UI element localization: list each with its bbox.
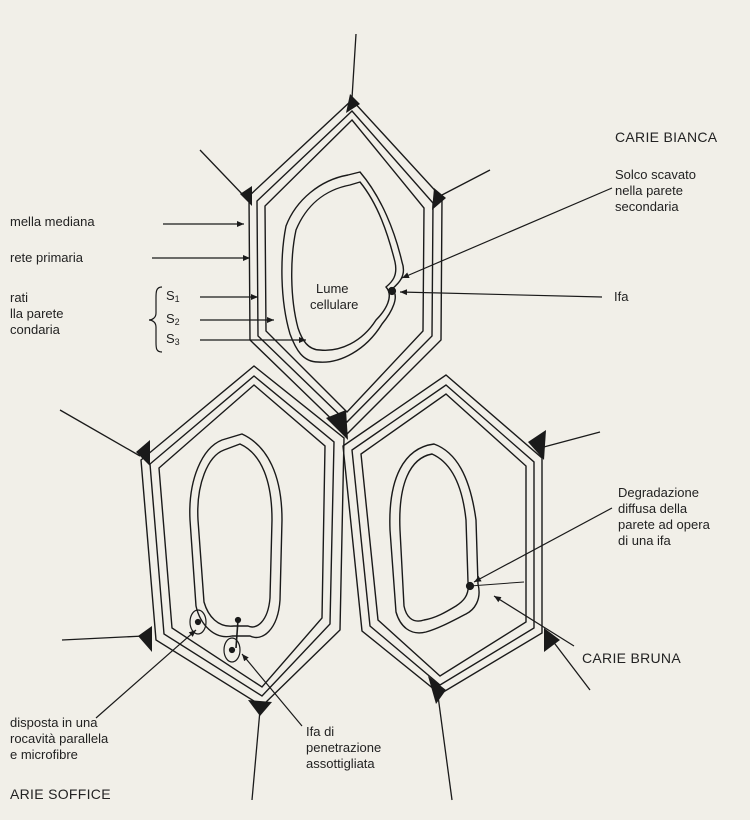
lume-label-2: cellulare [310, 297, 358, 313]
solco-label-1: Solco scavato [615, 167, 696, 183]
top-cell-wall-outer [249, 100, 442, 434]
carie-soffice-label: ARIE SOFFICE [10, 786, 111, 802]
carie-bianca-label: CARIE BIANCA [615, 129, 717, 145]
ifa-penetrazione-label-2: penetrazione [306, 740, 381, 756]
ifa-penetrazione-label-1: Ifa di [306, 724, 334, 740]
strati-label-3: condaria [10, 322, 60, 338]
disposta-label-2: rocavità parallela [10, 731, 108, 747]
carie-bruna-label: CARIE BRUNA [582, 650, 681, 666]
ifa-label: Ifa [614, 289, 628, 305]
strati-label-2: lla parete [10, 306, 63, 322]
s1-label: S1 [166, 288, 180, 307]
lume-label-1: Lume [316, 281, 349, 297]
s2-label: S2 [166, 311, 180, 330]
top-cell-lumen-inner [292, 182, 396, 350]
right-cell [343, 375, 542, 694]
degradazione-label-3: parete ad opera [618, 517, 710, 533]
lamella-label: mella mediana [10, 214, 95, 230]
strati-label-1: rati [10, 290, 28, 306]
solco-label-3: secondaria [615, 199, 679, 215]
solco-label-2: nella parete [615, 183, 683, 199]
disposta-label-3: e microfibre [10, 747, 78, 763]
disposta-label-1: disposta in una [10, 715, 97, 731]
leader-arrows [96, 188, 612, 726]
strati-brace [149, 287, 162, 352]
degradazione-label-1: Degradazione [618, 485, 699, 501]
degradazione-label-4: di una ifa [618, 533, 671, 549]
hyphae [236, 288, 525, 649]
top-hypha-dot [389, 288, 396, 295]
top-cell [249, 100, 442, 434]
s3-label: S3 [166, 331, 180, 350]
degradazione-label-2: diffusa della [618, 501, 687, 517]
ifa-penetrazione-label-3: assottigliata [306, 756, 375, 772]
primaria-label: rete primaria [10, 250, 83, 266]
